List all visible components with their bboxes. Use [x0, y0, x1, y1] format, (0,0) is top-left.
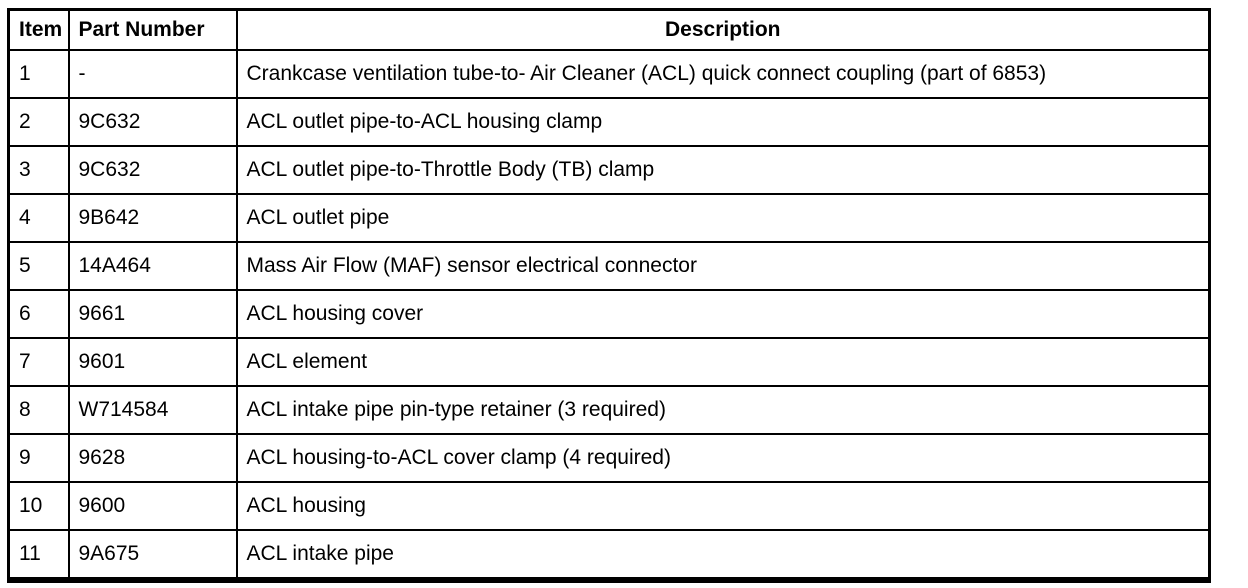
- cell-part-number: 14A464: [67, 241, 238, 291]
- cell-part-number: -: [67, 49, 238, 99]
- cell-description: Crankcase ventilation tube-to- Air Clean…: [235, 49, 1211, 99]
- table-row: 11 9A675 ACL intake pipe: [7, 529, 1211, 581]
- cell-part-number: 9B642: [67, 193, 238, 243]
- cell-item: 5: [7, 241, 70, 291]
- cell-item: 9: [7, 433, 70, 483]
- cell-description: ACL housing cover: [235, 289, 1211, 339]
- cell-description: ACL outlet pipe-to-ACL housing clamp: [235, 97, 1211, 147]
- table-row: 4 9B642 ACL outlet pipe: [7, 193, 1211, 243]
- parts-table-header: Item Part Number Description: [7, 8, 1211, 51]
- cell-item: 4: [7, 193, 70, 243]
- table-row: 10 9600 ACL housing: [7, 481, 1211, 531]
- cell-description: ACL intake pipe pin-type retainer (3 req…: [235, 385, 1211, 435]
- table-row: 6 9661 ACL housing cover: [7, 289, 1211, 339]
- parts-table-body: 1 - Crankcase ventilation tube-to- Air C…: [7, 49, 1211, 581]
- cell-part-number: 9A675: [67, 529, 238, 581]
- cell-description: ACL intake pipe: [235, 529, 1211, 581]
- cell-description: ACL housing-to-ACL cover clamp (4 requir…: [235, 433, 1211, 483]
- cell-description: Mass Air Flow (MAF) sensor electrical co…: [235, 241, 1211, 291]
- header-row: Item Part Number Description: [7, 8, 1211, 51]
- cell-part-number: W714584: [67, 385, 238, 435]
- header-description: Description: [235, 8, 1211, 51]
- cell-item: 10: [7, 481, 70, 531]
- cell-item: 7: [7, 337, 70, 387]
- table-row: 7 9601 ACL element: [7, 337, 1211, 387]
- cell-item: 1: [7, 49, 70, 99]
- parts-table: Item Part Number Description 1 - Crankca…: [7, 8, 1211, 583]
- table-row: 2 9C632 ACL outlet pipe-to-ACL housing c…: [7, 97, 1211, 147]
- cell-item: 11: [7, 529, 70, 581]
- cell-part-number: 9661: [67, 289, 238, 339]
- cell-item: 2: [7, 97, 70, 147]
- cell-item: 3: [7, 145, 70, 195]
- cell-part-number: 9600: [67, 481, 238, 531]
- cell-description: ACL outlet pipe-to-Throttle Body (TB) cl…: [235, 145, 1211, 195]
- header-item: Item: [7, 8, 70, 51]
- header-part-number: Part Number: [67, 8, 238, 51]
- cell-part-number: 9C632: [67, 97, 238, 147]
- cell-part-number: 9C632: [67, 145, 238, 195]
- table-row: 9 9628 ACL housing-to-ACL cover clamp (4…: [7, 433, 1211, 483]
- cell-part-number: 9628: [67, 433, 238, 483]
- cell-description: ACL housing: [235, 481, 1211, 531]
- cell-item: 6: [7, 289, 70, 339]
- cell-item: 8: [7, 385, 70, 435]
- cell-part-number: 9601: [67, 337, 238, 387]
- cell-description: ACL outlet pipe: [235, 193, 1211, 243]
- table-row: 5 14A464 Mass Air Flow (MAF) sensor elec…: [7, 241, 1211, 291]
- table-row: 8 W714584 ACL intake pipe pin-type retai…: [7, 385, 1211, 435]
- cell-description: ACL element: [235, 337, 1211, 387]
- table-row: 3 9C632 ACL outlet pipe-to-Throttle Body…: [7, 145, 1211, 195]
- table-row: 1 - Crankcase ventilation tube-to- Air C…: [7, 49, 1211, 99]
